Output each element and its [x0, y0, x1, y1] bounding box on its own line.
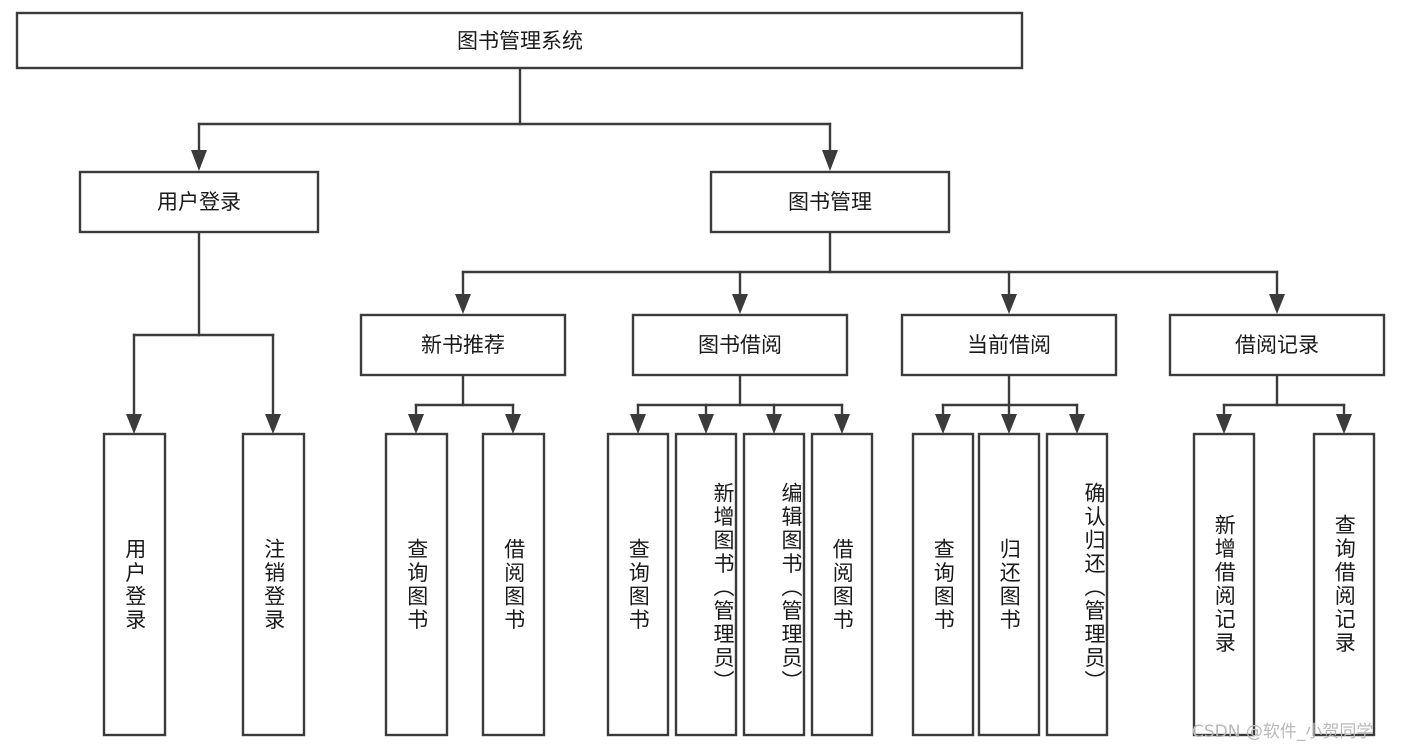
arrow-head-leaf-user-login	[126, 414, 142, 434]
node-current-borrow-label: 当前借阅	[967, 333, 1051, 357]
node-leaf-query-book-3-box[interactable]	[911, 432, 975, 737]
node-leaf-query-book-1-box[interactable]	[384, 432, 449, 737]
connector-borrowrecord-to-leaves	[1216, 373, 1352, 434]
node-leaf-add-book-box[interactable]	[674, 432, 738, 737]
node-user-login-label: 用户登录	[157, 190, 241, 214]
node-leaf-query-record-box[interactable]	[1312, 432, 1376, 737]
connector-newbook-to-leaves	[408, 373, 521, 434]
connector-root-to-level2	[191, 66, 838, 171]
connector-bookborrow-to-leaves	[630, 373, 850, 434]
node-leaf-return-book-box[interactable]	[977, 432, 1041, 737]
node-book-borrow-label: 图书借阅	[698, 333, 782, 357]
arrow-head-leaf-add-book	[698, 414, 714, 434]
node-new-book-recommend-box[interactable]	[359, 313, 567, 377]
node-new-book-recommend-label: 新书推荐	[421, 333, 505, 357]
arrow-head-current-borrow	[1001, 294, 1017, 314]
node-user-login-box[interactable]	[78, 170, 320, 234]
node-book-borrow-box[interactable]	[631, 313, 849, 377]
arrow-head-new-book-recommend	[455, 294, 471, 314]
csdn-watermark: CSDN @软件_小贺同学	[1192, 722, 1374, 742]
arrow-head-leaf-query-book-1	[408, 414, 424, 434]
node-leaf-edit-book-box[interactable]	[742, 432, 806, 737]
arrow-head-leaf-borrow-book-2	[834, 414, 850, 434]
arrow-head-leaf-edit-book	[766, 414, 782, 434]
node-current-borrow-box[interactable]	[900, 313, 1118, 377]
arrow-head-leaf-query-book-3	[935, 414, 951, 434]
node-book-manage-box[interactable]	[709, 170, 951, 234]
arrow-head-user-login	[191, 150, 207, 171]
connector-userlogin-to-leaves	[126, 230, 281, 434]
arrow-head-leaf-add-record	[1216, 414, 1232, 434]
node-leaf-borrow-book-2-box[interactable]	[810, 432, 874, 737]
node-leaf-confirm-return-box[interactable]	[1045, 432, 1109, 737]
arrow-head-leaf-borrow-book-1	[505, 414, 521, 434]
node-leaf-borrow-book-1-box[interactable]	[481, 432, 546, 737]
node-leaf-logout-login-box[interactable]	[241, 432, 306, 737]
arrow-head-leaf-confirm-return	[1069, 414, 1085, 434]
arrow-head-leaf-return-book	[1001, 414, 1017, 434]
node-root-box[interactable]	[15, 11, 1024, 70]
node-borrow-record-label: 借阅记录	[1235, 333, 1319, 357]
arrow-head-book-manage	[822, 150, 838, 171]
arrow-head-leaf-query-book-2	[630, 414, 646, 434]
node-leaf-user-login-box[interactable]	[102, 432, 167, 737]
arrow-head-book-borrow	[732, 294, 748, 314]
connector-bookmanage-to-level3	[455, 230, 1285, 314]
node-root-label: 图书管理系统	[457, 29, 583, 53]
arrow-head-borrow-record	[1269, 294, 1285, 314]
node-leaf-add-record-box[interactable]	[1192, 432, 1256, 737]
node-borrow-record-box[interactable]	[1168, 313, 1386, 377]
connector-currentborrow-to-leaves	[935, 373, 1085, 434]
arrow-head-leaf-logout-login	[265, 414, 281, 434]
node-leaf-query-book-2-box[interactable]	[606, 432, 670, 737]
arrow-head-leaf-query-record	[1336, 414, 1352, 434]
node-book-manage-label: 图书管理	[788, 190, 872, 214]
